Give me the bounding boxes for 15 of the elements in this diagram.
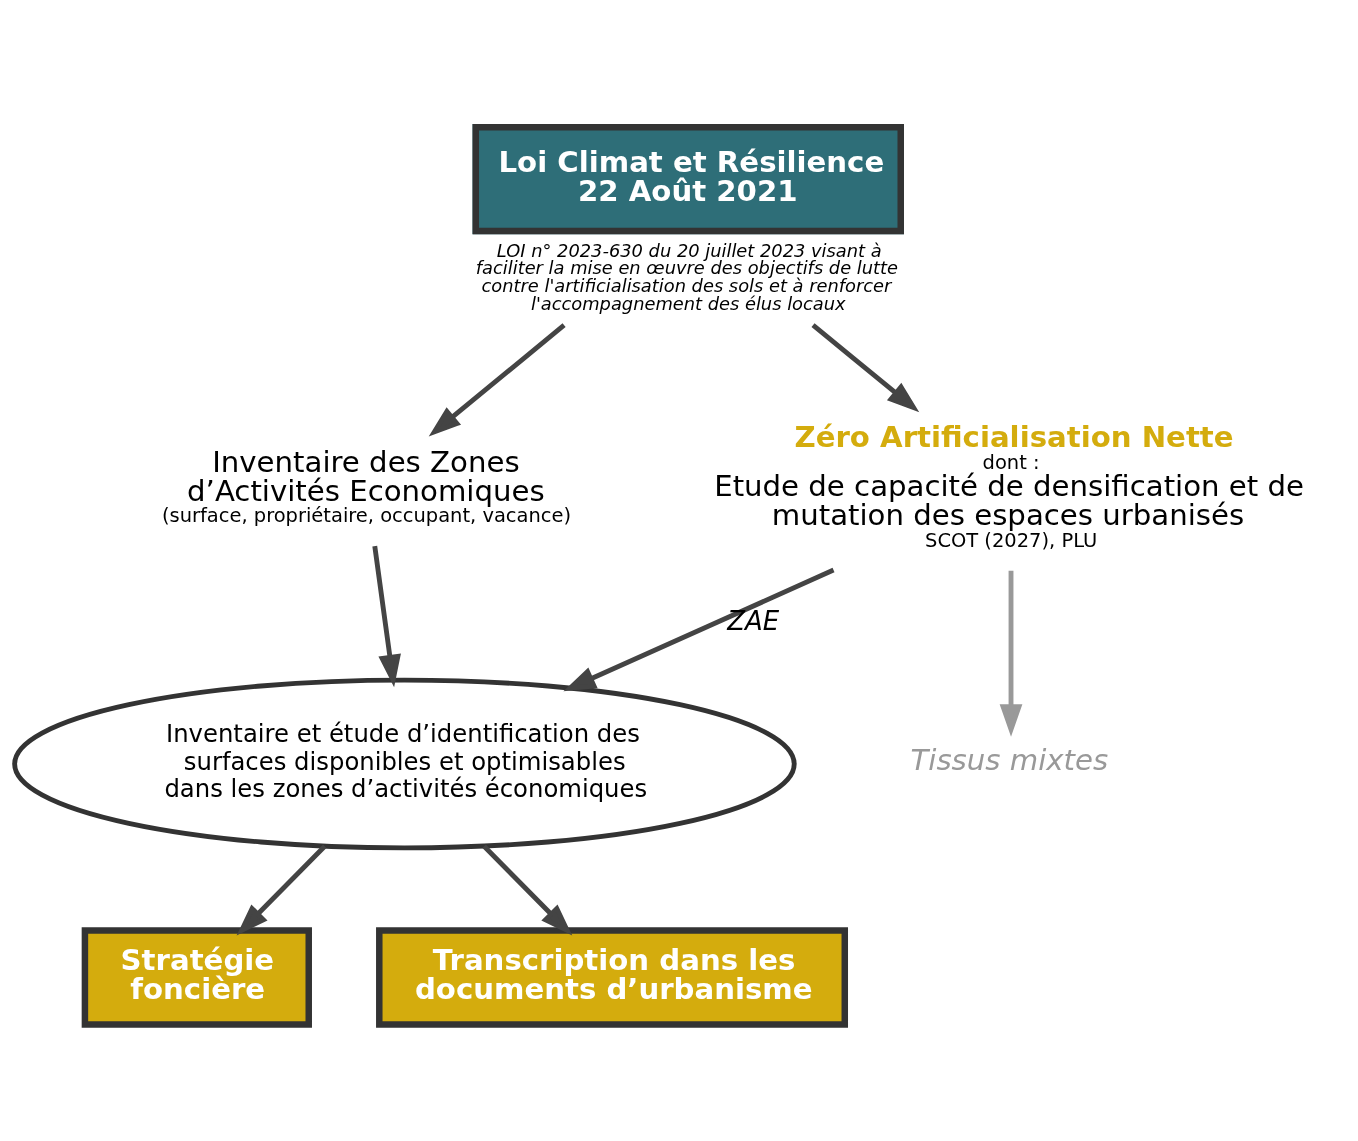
node-box: Transcription dans les documents d’urbanisme: [376, 926, 848, 1028]
node-text: Zéro Artificialisation Nette dont : Etude de capacité de densification et de mutation des espaces urbanisés SCOT (2027), PLU: [714, 419, 1305, 552]
edge-label: ZAE: [727, 605, 780, 636]
node-text: Tissus mixtes: [910, 742, 1109, 777]
node-label: LOI n° 2023-630 du 20 juillet 2023 visant à faciliter la mise en œuvre des objectifs de lutte contre l'artificialisation des sols et à renforcer l'accompagnement des élus locaux: [475, 239, 898, 314]
node-ellipse: Inventaire et étude d’identification des surfaces disponibles et optimisables dans les zones d’activités économiques: [12, 677, 797, 850]
node-text: Inventaire des Zones d’Activités Economiques (surface, propriétaire, occupant, vacance): [161, 444, 572, 527]
arrow: [236, 844, 327, 936]
node-box: Stratégie foncière: [81, 926, 312, 1028]
arrow: [428, 322, 566, 437]
arrow: [811, 322, 920, 412]
arrow: [999, 570, 1023, 737]
arrow: [372, 545, 401, 687]
arrow: [563, 567, 835, 691]
arrow: [482, 844, 573, 936]
